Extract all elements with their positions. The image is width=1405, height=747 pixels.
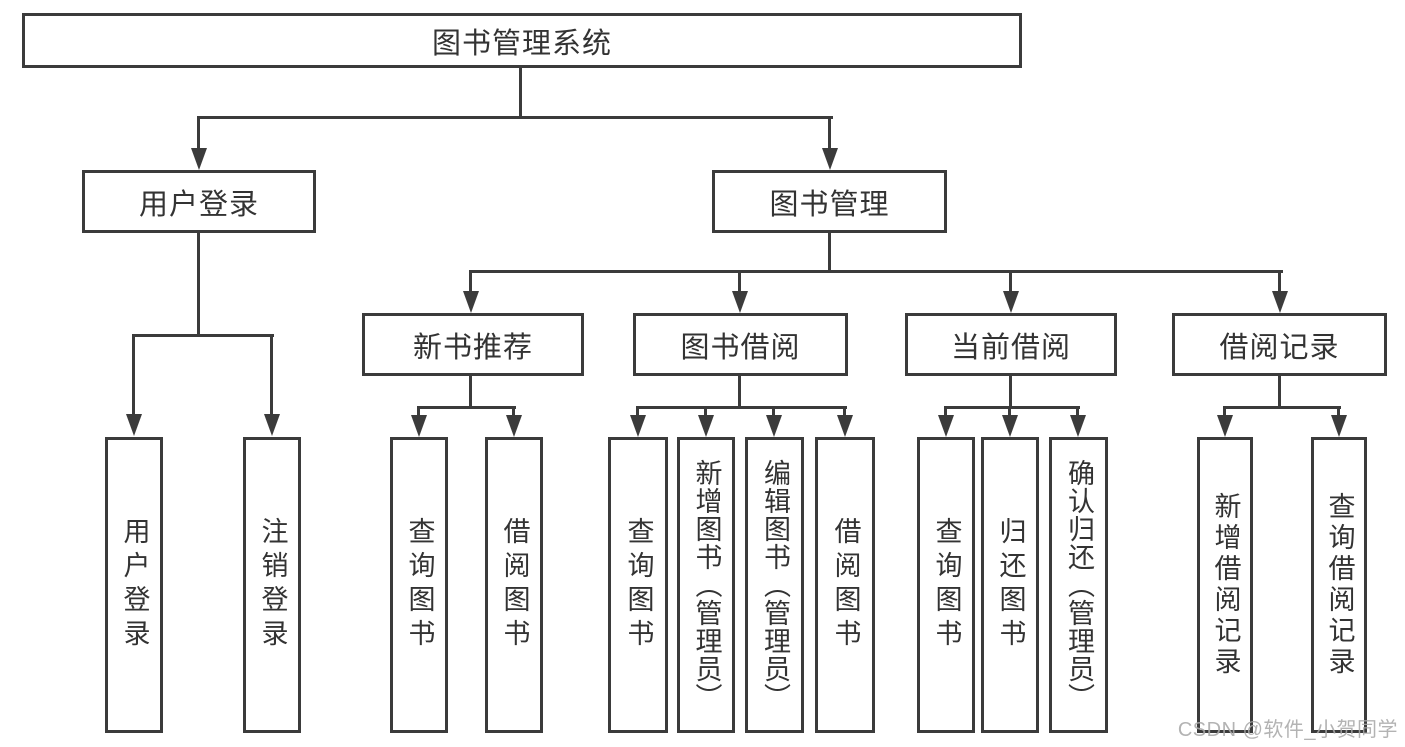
connector-vline	[519, 68, 522, 118]
arrow-down-icon	[1003, 291, 1019, 313]
leaf-label: 借阅图书	[830, 517, 861, 653]
leaf-borrowing-query-books: 查询图书	[608, 437, 668, 733]
node-user-login: 用户登录	[82, 170, 316, 233]
leaf-label: 查询借阅记录	[1324, 492, 1355, 678]
connector-drop-line	[828, 118, 831, 152]
leaf-logout: 注销登录	[243, 437, 301, 733]
leaf-label: 新增图书（管理员）	[691, 459, 722, 711]
connector-drop-line	[1223, 408, 1226, 417]
leaf-label: 确认归还（管理员）	[1064, 459, 1094, 711]
leaf-user-login: 用户登录	[105, 437, 163, 733]
arrow-down-icon	[938, 415, 954, 437]
leaf-borrowing-edit-books-admin: 编辑图书（管理员）	[745, 437, 804, 733]
connector-hline	[636, 406, 847, 409]
connector-drop-line	[270, 336, 273, 416]
connector-vline	[1278, 376, 1281, 408]
arrow-down-icon	[463, 291, 479, 313]
connector-hline	[417, 406, 516, 409]
connector-hline	[1223, 406, 1341, 409]
leaf-records-query-record: 查询借阅记录	[1311, 437, 1367, 733]
connector-drop-line	[772, 408, 775, 417]
arrow-down-icon	[506, 415, 522, 437]
arrow-down-icon	[264, 414, 280, 436]
connector-vline	[197, 233, 200, 336]
connector-vline	[1009, 376, 1012, 408]
arrow-down-icon	[1217, 415, 1233, 437]
arrow-down-icon	[1070, 415, 1086, 437]
leaf-label: 用户登录	[119, 517, 150, 653]
connector-hline	[944, 406, 1080, 409]
arrow-down-icon	[698, 415, 714, 437]
node-library-management-system: 图书管理系统	[22, 13, 1022, 68]
arrow-down-icon	[191, 148, 207, 170]
node-borrowing-records: 借阅记录	[1172, 313, 1387, 376]
connector-drop-line	[132, 336, 135, 416]
leaf-label: 借阅图书	[499, 517, 530, 653]
connector-vline	[469, 376, 472, 408]
connector-vline	[738, 376, 741, 408]
leaf-current-return-books: 归还图书	[981, 437, 1039, 733]
node-book-management: 图书管理	[712, 170, 947, 233]
leaf-current-confirm-return-admin: 确认归还（管理员）	[1049, 437, 1108, 733]
leaf-label: 编辑图书（管理员）	[760, 459, 790, 711]
connector-drop-line	[704, 408, 707, 417]
connector-drop-line	[1008, 408, 1011, 417]
connector-drop-line	[197, 118, 200, 152]
connector-drop-line	[1337, 408, 1340, 417]
arrow-down-icon	[837, 415, 853, 437]
leaf-label: 新增借阅记录	[1210, 492, 1241, 678]
connector-hline	[469, 270, 1283, 273]
connector-drop-line	[843, 408, 846, 417]
arrow-down-icon	[1331, 415, 1347, 437]
leaf-label: 归还图书	[995, 517, 1026, 653]
connector-drop-line	[636, 408, 639, 417]
node-new-book-recommendation: 新书推荐	[362, 313, 584, 376]
connector-hline	[132, 334, 274, 337]
connector-drop-line	[1278, 272, 1281, 293]
watermark: CSDN @软件_小贺同学	[1177, 719, 1398, 741]
connector-drop-line	[1076, 408, 1079, 417]
connector-drop-line	[1009, 272, 1012, 293]
connector-drop-line	[944, 408, 947, 417]
connector-vline	[828, 233, 831, 272]
leaf-current-query-books: 查询图书	[917, 437, 975, 733]
leaf-label: 查询图书	[623, 517, 654, 653]
leaf-borrowing-borrow-books: 借阅图书	[815, 437, 875, 733]
leaf-label: 查询图书	[931, 517, 962, 653]
arrow-down-icon	[822, 148, 838, 170]
leaf-records-add-record: 新增借阅记录	[1197, 437, 1253, 733]
arrow-down-icon	[411, 415, 427, 437]
arrow-down-icon	[630, 415, 646, 437]
node-book-borrowing: 图书借阅	[633, 313, 848, 376]
leaf-label: 查询图书	[404, 517, 435, 653]
arrow-down-icon	[1272, 291, 1288, 313]
arrow-down-icon	[126, 414, 142, 436]
arrow-down-icon	[1002, 415, 1018, 437]
connector-drop-line	[512, 408, 515, 417]
leaf-recommend-borrow-books: 借阅图书	[485, 437, 543, 733]
leaf-label: 注销登录	[257, 517, 288, 653]
connector-hline	[197, 116, 833, 119]
connector-drop-line	[417, 408, 420, 417]
arrow-down-icon	[732, 291, 748, 313]
connector-drop-line	[738, 272, 741, 293]
node-current-borrowing: 当前借阅	[905, 313, 1117, 376]
arrow-down-icon	[766, 415, 782, 437]
leaf-recommend-query-books: 查询图书	[390, 437, 448, 733]
connector-drop-line	[469, 272, 472, 293]
leaf-borrowing-add-books-admin: 新增图书（管理员）	[677, 437, 735, 733]
